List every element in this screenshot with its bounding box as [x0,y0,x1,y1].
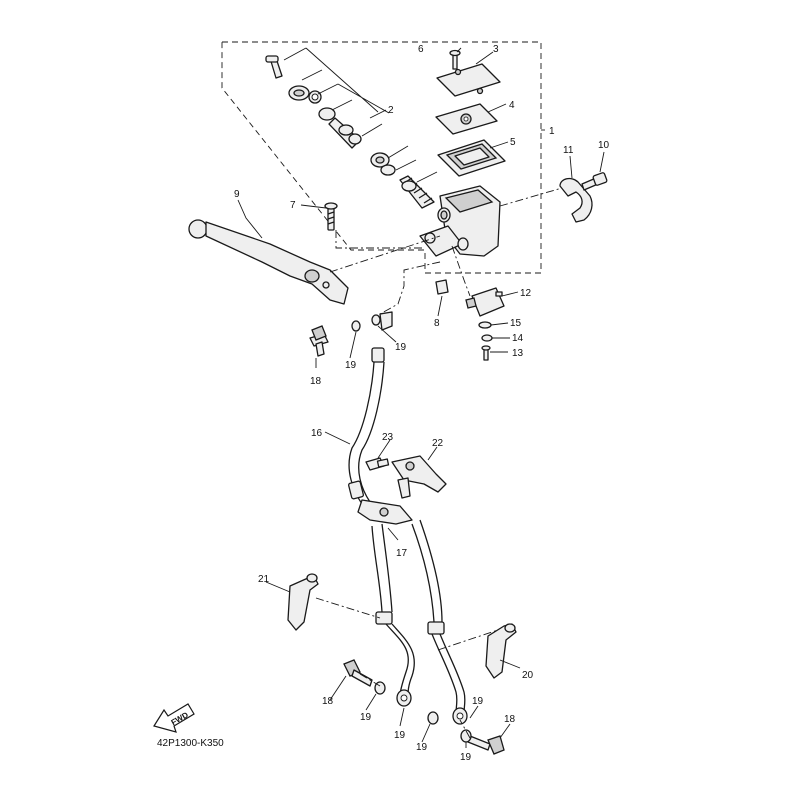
brake-lever [188,219,349,305]
assembly-boundary [221,41,542,274]
lever-pivot-bolt [324,202,338,231]
callout-14: 14 [512,333,524,344]
diaphragm-plate [435,103,498,135]
callout-3: 3 [493,44,499,55]
callout-2: 2 [388,105,394,116]
callout-19e: 19 [416,742,428,753]
callout-5: 5 [510,137,516,148]
callout-18c: 18 [504,714,516,725]
master-cylinder-body [419,185,501,257]
brake-hose-3 [411,519,468,725]
callout-22: 22 [432,438,444,449]
washer [478,321,492,329]
callout-15: 15 [510,318,522,329]
callout-numbers: 1 2 3 4 5 6 7 8 9 10 11 12 13 14 15 16 1… [234,44,610,763]
callout-8: 8 [434,318,440,329]
fwd-arrow-icon: FWD [153,703,195,733]
brake-hose-1 [348,311,393,505]
callout-18b: 18 [322,696,334,707]
callout-leaders [237,47,605,748]
nut [435,279,449,295]
callout-6: 6 [418,44,424,55]
callout-19d: 19 [394,730,406,741]
callout-17: 17 [396,548,408,559]
cylinder-kit [265,47,438,209]
switch-screw [481,345,491,361]
brake-hose-bracket-20 [485,623,517,679]
callout-16: 16 [311,428,323,439]
callout-13: 13 [512,348,524,359]
joint-bolt [365,457,390,471]
diaphragm [437,139,506,177]
hose-joint [391,455,447,499]
union-bolt [309,325,329,357]
spring-washer [481,334,493,342]
callout-10: 10 [598,140,610,151]
callout-12: 12 [520,288,532,299]
brake-light-switch [465,287,505,317]
callout-1: 1 [549,126,555,137]
callout-19b: 19 [395,342,407,353]
callout-21: 21 [258,574,270,585]
callout-4: 4 [509,100,515,111]
callout-18a: 18 [310,376,322,387]
callout-7: 7 [290,200,296,211]
union-bolt-lower-left [343,659,373,687]
brake-hose-bracket-21 [287,573,319,631]
callout-19c: 19 [360,712,372,723]
reservoir-cap [436,63,501,97]
diagram-code: 42P1300-K350 [157,738,224,749]
callout-23: 23 [382,432,394,443]
cap-screw [449,49,461,70]
callout-11: 11 [563,145,574,156]
holder-bolt [581,172,608,191]
callout-9: 9 [234,189,240,200]
callout-19f: 19 [472,696,484,707]
union-bolt-lower-right [467,735,505,755]
callout-19a: 19 [345,360,357,371]
callout-20: 20 [522,670,534,681]
brake-hose-2 [357,499,415,707]
callout-19g: 19 [460,752,472,763]
alignment-lines [315,187,563,739]
copper-washer [351,314,381,332]
